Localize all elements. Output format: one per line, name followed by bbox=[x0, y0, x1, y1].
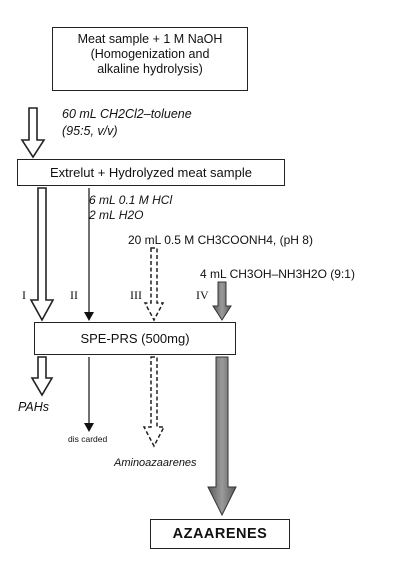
solvent-ratio-label: (95:5, v/v) bbox=[62, 124, 118, 138]
fraction-label-iv: IV bbox=[196, 288, 209, 302]
fraction-iv-arrow bbox=[212, 281, 232, 321]
water-label: 2 mL H2O bbox=[89, 208, 144, 222]
discarded-label: dis carded bbox=[68, 434, 108, 444]
spe-prs-box: SPE-PRS (500mg) bbox=[34, 322, 236, 355]
fraction-label-ii: II bbox=[70, 288, 78, 302]
sample-line-3: alkaline hydrolysis) bbox=[97, 62, 203, 76]
aminoazaarenes-output-arrow bbox=[142, 356, 166, 448]
fraction-label-i: I bbox=[22, 288, 26, 302]
acid-label: 6 mL 0.1 M HCl bbox=[89, 193, 173, 207]
fraction-i-arrow bbox=[29, 187, 55, 322]
pahs-label: PAHs bbox=[18, 400, 50, 414]
solvent-flow-arrow bbox=[20, 107, 46, 159]
ammonia-label: 4 mL CH3OH–NH3H2O (9:1) bbox=[200, 267, 355, 281]
fraction-label-iii: III bbox=[130, 288, 142, 302]
meat-sample-box: Meat sample + 1 M NaOH (Homogenization a… bbox=[52, 27, 248, 91]
azaarenes-box: AZAARENES bbox=[150, 519, 290, 549]
sample-line-2: (Homogenization and bbox=[90, 47, 210, 61]
aminoazaarenes-label: Aminoazaarenes bbox=[114, 457, 197, 469]
solvent-label: 60 mL CH2Cl2–toluene bbox=[62, 107, 192, 121]
sample-line-1: Meat sample + 1 M NaOH bbox=[77, 32, 223, 46]
azaarenes-output-arrow bbox=[207, 356, 237, 517]
fraction-ii-arrowhead bbox=[84, 312, 94, 321]
extrelut-box: Extrelut + Hydrolyzed meat sample bbox=[17, 159, 285, 186]
pahs-output-arrow bbox=[30, 356, 54, 397]
fraction-iii-arrow bbox=[143, 247, 165, 322]
discarded-arrowhead bbox=[84, 423, 94, 432]
buffer-label: 20 mL 0.5 M CH3COONH4, (pH 8) bbox=[128, 233, 313, 247]
